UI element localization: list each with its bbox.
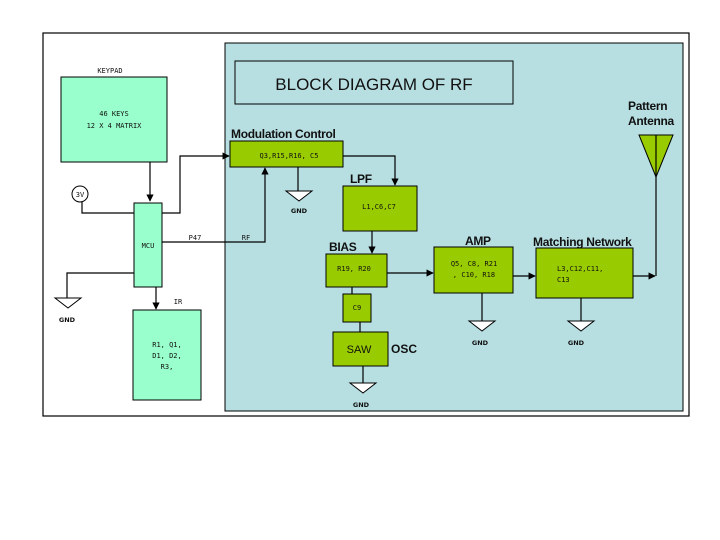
matching-line1: L3,C12,C11,	[557, 265, 603, 273]
modulation-components: Q3,R15,R16, C5	[259, 152, 318, 160]
amp-line1: Q5, C8, R21	[451, 260, 497, 268]
ground-icon	[566, 320, 596, 332]
c9-components: C9	[353, 304, 361, 312]
mcu-label: MCU	[142, 242, 155, 250]
wire-modulation-lpf	[343, 155, 399, 186]
modulation-label: Modulation Control	[231, 127, 336, 141]
ground-icon	[284, 190, 314, 202]
title-box	[234, 60, 514, 105]
gnd-label: GND	[59, 316, 76, 324]
lpf-components: L1,C6,C7	[362, 203, 396, 211]
antenna-label-line2: Antenna	[628, 114, 675, 128]
saw-block	[332, 331, 389, 367]
gnd-label: GND	[353, 401, 370, 409]
signal-p47-label: P47	[189, 234, 202, 242]
ir-block	[132, 309, 202, 401]
matching-block	[535, 247, 634, 299]
keypad-line2: 12 X 4 MATRIX	[87, 122, 143, 130]
wire-mcu-gnd	[66, 272, 134, 298]
rf-section-panel	[224, 42, 684, 412]
wire-mcu-rf	[162, 167, 269, 243]
lpf-label: LPF	[350, 172, 372, 186]
mcu-block	[133, 202, 163, 288]
keypad-block	[60, 76, 168, 163]
signal-rf-label: RF	[242, 234, 250, 242]
bias-label: BIAS	[329, 240, 357, 254]
power-3v-icon	[71, 185, 89, 203]
c9-block	[342, 293, 372, 323]
modulation-block	[229, 140, 344, 168]
gnd-label: GND	[568, 339, 585, 347]
wire-3v-mcu	[81, 202, 134, 214]
ir-line2: D1, D2,	[152, 352, 182, 360]
bias-block	[325, 253, 388, 288]
amp-label: AMP	[465, 234, 491, 248]
matching-label: Matching Network	[533, 235, 632, 249]
keypad-label: KEYPAD	[97, 67, 122, 75]
bias-components: R19, R20	[337, 265, 371, 273]
wire-mcu-modulation	[162, 152, 230, 214]
ir-line1: R1, Q1,	[152, 341, 182, 349]
keypad-line1: 46 KEYS	[99, 110, 129, 118]
power-label: 3V	[76, 191, 85, 199]
osc-label: OSC	[391, 342, 417, 356]
gnd-label: GND	[291, 207, 308, 215]
ground-icon	[467, 320, 497, 332]
signal-ir-label: IR	[174, 298, 183, 306]
ground-icon	[53, 297, 83, 309]
ir-line3: R3,	[161, 363, 174, 371]
ground-icon	[348, 382, 378, 394]
amp-line2: , C10, R18	[453, 271, 495, 279]
lpf-block	[342, 185, 418, 232]
gnd-label: GND	[472, 339, 489, 347]
amp-block	[433, 246, 514, 294]
diagram-title: BLOCK DIAGRAM OF RF	[275, 75, 472, 94]
antenna-label-line1: Pattern	[628, 99, 667, 113]
saw-components: SAW	[347, 344, 372, 356]
matching-line2: C13	[557, 276, 570, 284]
